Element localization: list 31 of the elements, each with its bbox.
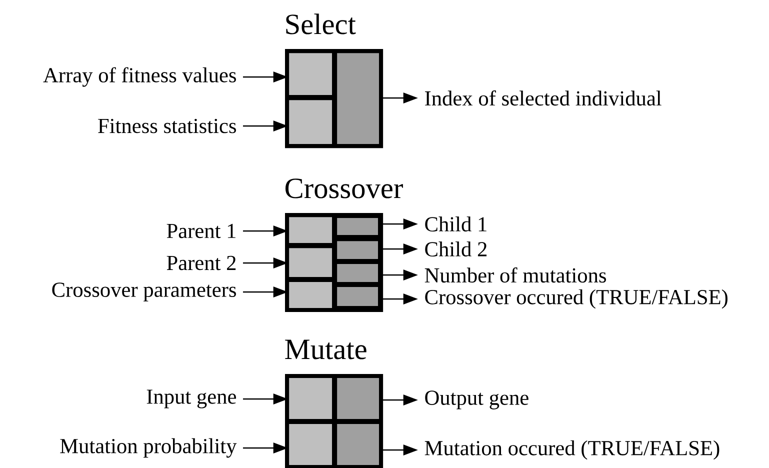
terminal-cell <box>288 247 334 278</box>
terminal-cell <box>336 263 380 284</box>
port-label: Child 1 <box>425 216 486 232</box>
terminal-cell <box>336 240 380 260</box>
terminal-cell <box>336 423 380 466</box>
port-label: Array of fitness values <box>43 67 236 87</box>
terminal-cell <box>288 99 334 146</box>
terminal-cell <box>288 52 334 96</box>
port-label: Parent 1 <box>166 224 236 238</box>
terminal-cell <box>336 217 380 236</box>
port-label: Crossover occured (TRUE/FALSE) <box>425 289 728 309</box>
port-label: Fitness statistics <box>98 118 236 134</box>
terminal-cell <box>288 281 334 310</box>
terminal-cell <box>336 52 380 146</box>
port-label: Crossover parameters <box>52 282 236 302</box>
terminal-cell <box>336 377 380 420</box>
port-label: Number of mutations <box>424 267 606 283</box>
port-label: Index of selected individual <box>425 90 662 106</box>
node-label: Select <box>286 14 356 34</box>
terminal-cell <box>336 286 380 308</box>
port-label: Child 2 <box>425 241 487 256</box>
node-label: Crossover <box>285 178 403 198</box>
port-label: Mutation occured (TRUE/FALSE) <box>424 440 720 460</box>
port-label: Parent 2 <box>166 256 236 270</box>
port-label: Mutation probability <box>60 438 237 458</box>
terminal-cell <box>288 377 334 420</box>
terminal-cell <box>288 423 334 466</box>
port-label: Output gene <box>425 390 528 410</box>
node-label: Mutate <box>285 340 366 360</box>
port-label: Input gene <box>146 390 236 408</box>
terminal-cell <box>288 216 334 244</box>
